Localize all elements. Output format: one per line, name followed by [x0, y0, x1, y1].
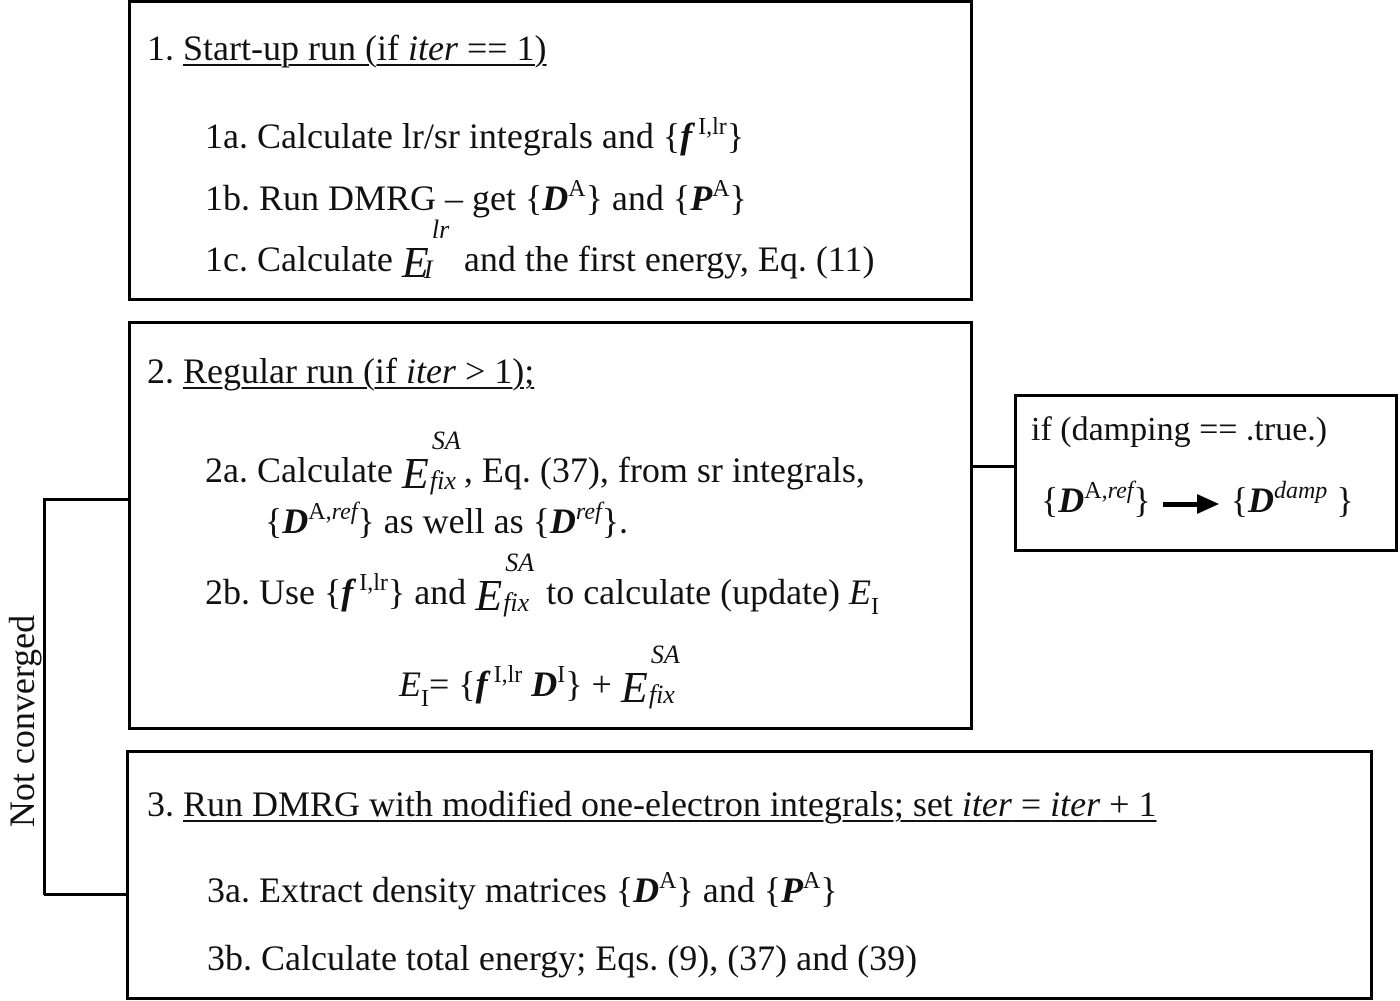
- loop-vertical-line: [43, 498, 46, 895]
- dmrg-run-box: 3. Run DMRG with modified one-electron i…: [126, 750, 1373, 1000]
- regular-run-box: 2. Regular run (if iter > 1); 2a. Calcul…: [128, 321, 973, 730]
- step-3b: 3b. Calculate total energy; Eqs. (9), (3…: [207, 938, 918, 978]
- damping-condition: if (damping == .true.): [1031, 411, 1328, 448]
- loop-bottom-connector: [44, 893, 128, 896]
- dmrg-run-title: 3. Run DMRG with modified one-electron i…: [147, 784, 1157, 824]
- loop-top-connector: [44, 498, 130, 501]
- startup-run-box: 1. Start-up run (if iter == 1) 1a. Calcu…: [128, 0, 973, 301]
- step-1a: 1a. Calculate lr/sr integrals and {f I,l…: [205, 114, 745, 156]
- regular-run-title: 2. Regular run (if iter > 1);: [147, 351, 535, 391]
- step-3a: 3a. Extract density matrices {DA} and {P…: [207, 868, 838, 910]
- damping-connector: [973, 465, 1015, 468]
- startup-run-title: 1. Start-up run (if iter == 1): [147, 28, 547, 68]
- damping-box: if (damping == .true.) {DA,ref}{Ddamp }: [1014, 394, 1398, 552]
- right-arrow-icon: [1162, 493, 1219, 514]
- not-converged-label: Not converged: [2, 614, 42, 828]
- step-2a-continued: {DA,ref} as well as {Dref}.: [265, 499, 628, 541]
- damping-update: {DA,ref}{Ddamp }: [1041, 478, 1354, 520]
- step-1b: 1b. Run DMRG – get {DA} and {PA}: [205, 176, 747, 218]
